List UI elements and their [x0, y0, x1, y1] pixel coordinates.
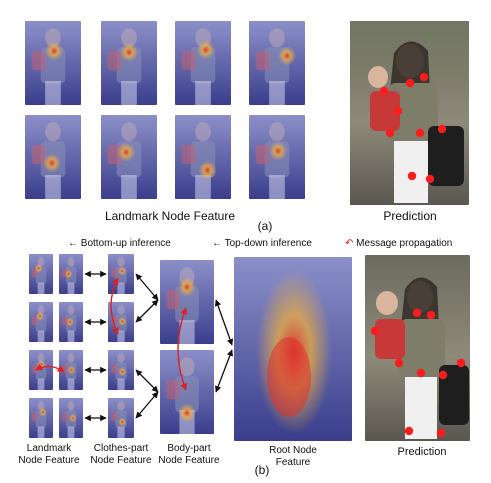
keypoint-marker	[426, 310, 436, 320]
legend-bottom-up: ← Bottom-up inference	[68, 238, 171, 249]
legend-top-down: ← Top-down inference	[212, 238, 312, 249]
landmark-node-thumbnail	[59, 398, 83, 438]
landmark-node-thumbnail	[59, 254, 83, 294]
label-body-part: Body-part Node Feature	[158, 443, 220, 466]
keypoint-marker	[437, 124, 447, 134]
label-landmark: Landmark Node Feature	[18, 443, 80, 466]
landmark-heatmap	[25, 115, 81, 199]
panel-b-prediction-image	[365, 255, 470, 441]
subfig-label-b: (b)	[254, 463, 270, 477]
body-to-root-arrow	[214, 299, 234, 346]
clothes-to-body-arrow	[135, 273, 159, 301]
keypoint-marker	[407, 171, 417, 181]
landmark-heatmap	[25, 21, 81, 105]
keypoint-marker	[419, 72, 429, 82]
panel-b: Landmark Node Feature Clothes-part Node …	[0, 250, 491, 483]
keypoint-marker	[379, 86, 389, 96]
keypoint-marker	[405, 78, 415, 88]
landmark-heatmap	[175, 115, 231, 199]
panel-a: Landmark Node Feature Prediction (a)	[0, 0, 491, 233]
message-propagation-curve	[110, 277, 119, 335]
clothes-to-body-arrow	[135, 369, 159, 393]
keypoint-marker	[412, 308, 422, 318]
left-arrow-icon: ←	[68, 238, 78, 249]
clothes-to-body-arrow	[135, 299, 159, 323]
landmark-node-thumbnail	[29, 302, 53, 342]
message-propagation-curve	[35, 363, 65, 373]
landmark-node-thumbnail	[59, 302, 83, 342]
keypoint-marker	[385, 128, 395, 138]
body-to-root-arrow	[215, 349, 233, 393]
panel-a-prediction-caption: Prediction	[383, 209, 437, 223]
landmark-node-thumbnail	[29, 398, 53, 438]
clothes-part-node-thumbnail	[108, 398, 134, 438]
keypoint-marker	[404, 426, 414, 436]
subfig-label-a: (a)	[257, 219, 273, 233]
legend-message-propagation: ↶ Message propagation	[345, 238, 453, 249]
panel-b-prediction-caption: Prediction	[397, 446, 447, 458]
clothes-part-node-thumbnail	[108, 254, 134, 294]
body-part-node-upper	[160, 260, 214, 344]
keypoint-marker	[370, 326, 380, 336]
landmark-heatmap	[249, 21, 305, 105]
keypoint-marker	[436, 428, 446, 438]
heatmap-caption: Landmark Node Feature	[104, 209, 236, 223]
label-root-node: Root Node Feature	[269, 445, 317, 468]
keypoint-marker	[456, 358, 466, 368]
landmark-heatmap	[175, 21, 231, 105]
clothes-to-body-arrow	[135, 391, 159, 419]
landmark-node-thumbnail	[29, 254, 53, 294]
label-clothes-part: Clothes-part Node Feature	[90, 443, 152, 466]
landmark-heatmap	[249, 115, 305, 199]
keypoint-marker	[425, 174, 435, 184]
keypoint-marker	[438, 370, 448, 380]
message-propagation-curve	[177, 307, 188, 391]
landmark-heatmap	[101, 115, 157, 199]
panel-a-prediction-image	[350, 21, 469, 205]
graph-connections	[35, 270, 234, 422]
landmark-heatmap	[101, 21, 157, 105]
clothes-part-node-thumbnail	[108, 350, 134, 390]
keypoint-marker	[416, 368, 426, 378]
keypoint-marker	[415, 128, 425, 138]
root-node-feature	[234, 257, 352, 441]
left-arrow-icon: ←	[212, 238, 222, 249]
curved-arrow-icon: ↶	[345, 238, 354, 249]
keypoint-marker	[393, 106, 403, 116]
keypoint-marker	[394, 358, 404, 368]
